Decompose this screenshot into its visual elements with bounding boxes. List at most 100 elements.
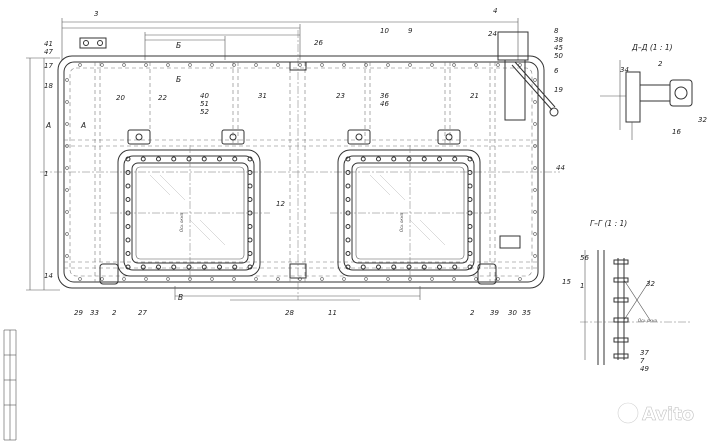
window-bolt bbox=[467, 237, 473, 243]
section-mark-b-low: Б bbox=[176, 75, 181, 84]
callout-top-10: 6 bbox=[554, 67, 559, 75]
rivet bbox=[320, 63, 324, 67]
window-bolt bbox=[467, 224, 473, 229]
rivet bbox=[232, 277, 236, 281]
window-bolt bbox=[125, 210, 131, 216]
section-bolt bbox=[613, 259, 629, 265]
window-bolt bbox=[467, 183, 473, 189]
callout-top-6: 8 bbox=[554, 27, 559, 35]
rivet bbox=[364, 277, 368, 281]
window-bolt bbox=[345, 251, 351, 256]
callout-dd-2: 32 bbox=[698, 116, 707, 124]
rivet bbox=[276, 277, 280, 281]
callout-bottom-0: 29 bbox=[74, 309, 83, 317]
rivet bbox=[533, 122, 537, 126]
callout-left-1: 47 bbox=[44, 48, 53, 56]
rivet bbox=[65, 188, 69, 192]
rivet bbox=[533, 144, 537, 148]
callout-bottom-7: 39 bbox=[490, 309, 499, 317]
callout-mid-8: 46 bbox=[380, 100, 389, 108]
window-bolt bbox=[125, 224, 131, 229]
rivet bbox=[533, 254, 537, 258]
rivet bbox=[166, 63, 170, 67]
window-bolt bbox=[156, 264, 161, 270]
rivet bbox=[122, 63, 126, 67]
rivet bbox=[188, 63, 192, 67]
rivet bbox=[100, 63, 104, 67]
window-bolt bbox=[345, 183, 351, 189]
callout-bottom-1: 33 bbox=[90, 309, 99, 317]
window-bolt bbox=[467, 251, 473, 256]
rivet bbox=[298, 63, 302, 67]
window-bolt bbox=[376, 264, 381, 270]
rivet bbox=[254, 277, 258, 281]
rivet bbox=[533, 78, 537, 82]
callout-mid-0: 20 bbox=[116, 94, 125, 102]
section-mark-a-left: А bbox=[45, 121, 51, 130]
rivet bbox=[518, 277, 522, 281]
window-bolt bbox=[406, 264, 412, 270]
callout-top-7: 38 bbox=[554, 36, 563, 44]
bottom-hardware bbox=[99, 263, 497, 301]
rivet bbox=[65, 122, 69, 126]
window-bolt bbox=[406, 156, 412, 162]
window-bolt bbox=[247, 210, 253, 216]
callout-left-3: 18 bbox=[44, 82, 53, 90]
rivet bbox=[496, 63, 500, 67]
window-bolt bbox=[247, 156, 253, 162]
callout-gg-3: 37 bbox=[640, 349, 649, 357]
top-hardware bbox=[79, 31, 559, 279]
rivet bbox=[408, 63, 412, 67]
window-bolt bbox=[360, 264, 366, 270]
window-bolt bbox=[391, 264, 397, 270]
window-bolt bbox=[125, 170, 131, 175]
rivet bbox=[386, 277, 390, 281]
right-window-bolts bbox=[345, 156, 473, 270]
callout-dd-3: 16 bbox=[672, 128, 681, 136]
callout-bottom-3: 27 bbox=[138, 309, 147, 317]
window-bolt bbox=[201, 156, 207, 162]
callout-top-9: 50 bbox=[554, 52, 563, 60]
window-bolt bbox=[467, 264, 473, 270]
window-bolt bbox=[345, 197, 351, 202]
rivet bbox=[364, 63, 368, 67]
callout-top-8: 45 bbox=[554, 44, 563, 52]
window-bolt bbox=[421, 156, 427, 162]
left-dimensions bbox=[26, 57, 60, 291]
callout-mid-10: 12 bbox=[276, 200, 285, 208]
window-bolt bbox=[140, 156, 146, 162]
rivet bbox=[65, 210, 69, 214]
section-dd-view bbox=[600, 60, 693, 140]
window-bolt bbox=[125, 197, 131, 202]
window-bolt bbox=[247, 237, 253, 243]
callout-bottom-4: 28 bbox=[285, 309, 294, 317]
callout-bottom-10: 15 bbox=[562, 278, 571, 286]
window-bolt bbox=[186, 264, 192, 270]
section-bolt bbox=[613, 277, 629, 283]
rivet bbox=[65, 78, 69, 82]
rivet bbox=[342, 277, 346, 281]
window-bolt bbox=[467, 197, 473, 202]
section-bolt bbox=[613, 297, 629, 303]
rivet bbox=[430, 63, 434, 67]
rivet bbox=[122, 277, 126, 281]
callout-mid-9: 21 bbox=[470, 92, 479, 100]
window-bolt bbox=[232, 264, 238, 270]
rivet bbox=[533, 188, 537, 192]
callout-mid-4: 52 bbox=[200, 108, 209, 116]
rivet bbox=[533, 100, 537, 104]
callout-mid-7: 36 bbox=[380, 92, 389, 100]
window-bolt bbox=[421, 264, 427, 270]
callout-gg-0: 56 bbox=[580, 254, 589, 262]
left-window-axis-note: Ось окна bbox=[179, 213, 184, 232]
rivet bbox=[100, 277, 104, 281]
rivet bbox=[232, 63, 236, 67]
callout-mid-6: 23 bbox=[336, 92, 345, 100]
window-bolt bbox=[467, 170, 473, 175]
window-bolt bbox=[467, 210, 473, 216]
callout-top-1: 26 bbox=[314, 39, 323, 47]
window-bolt bbox=[125, 251, 131, 256]
rivet bbox=[78, 277, 82, 281]
